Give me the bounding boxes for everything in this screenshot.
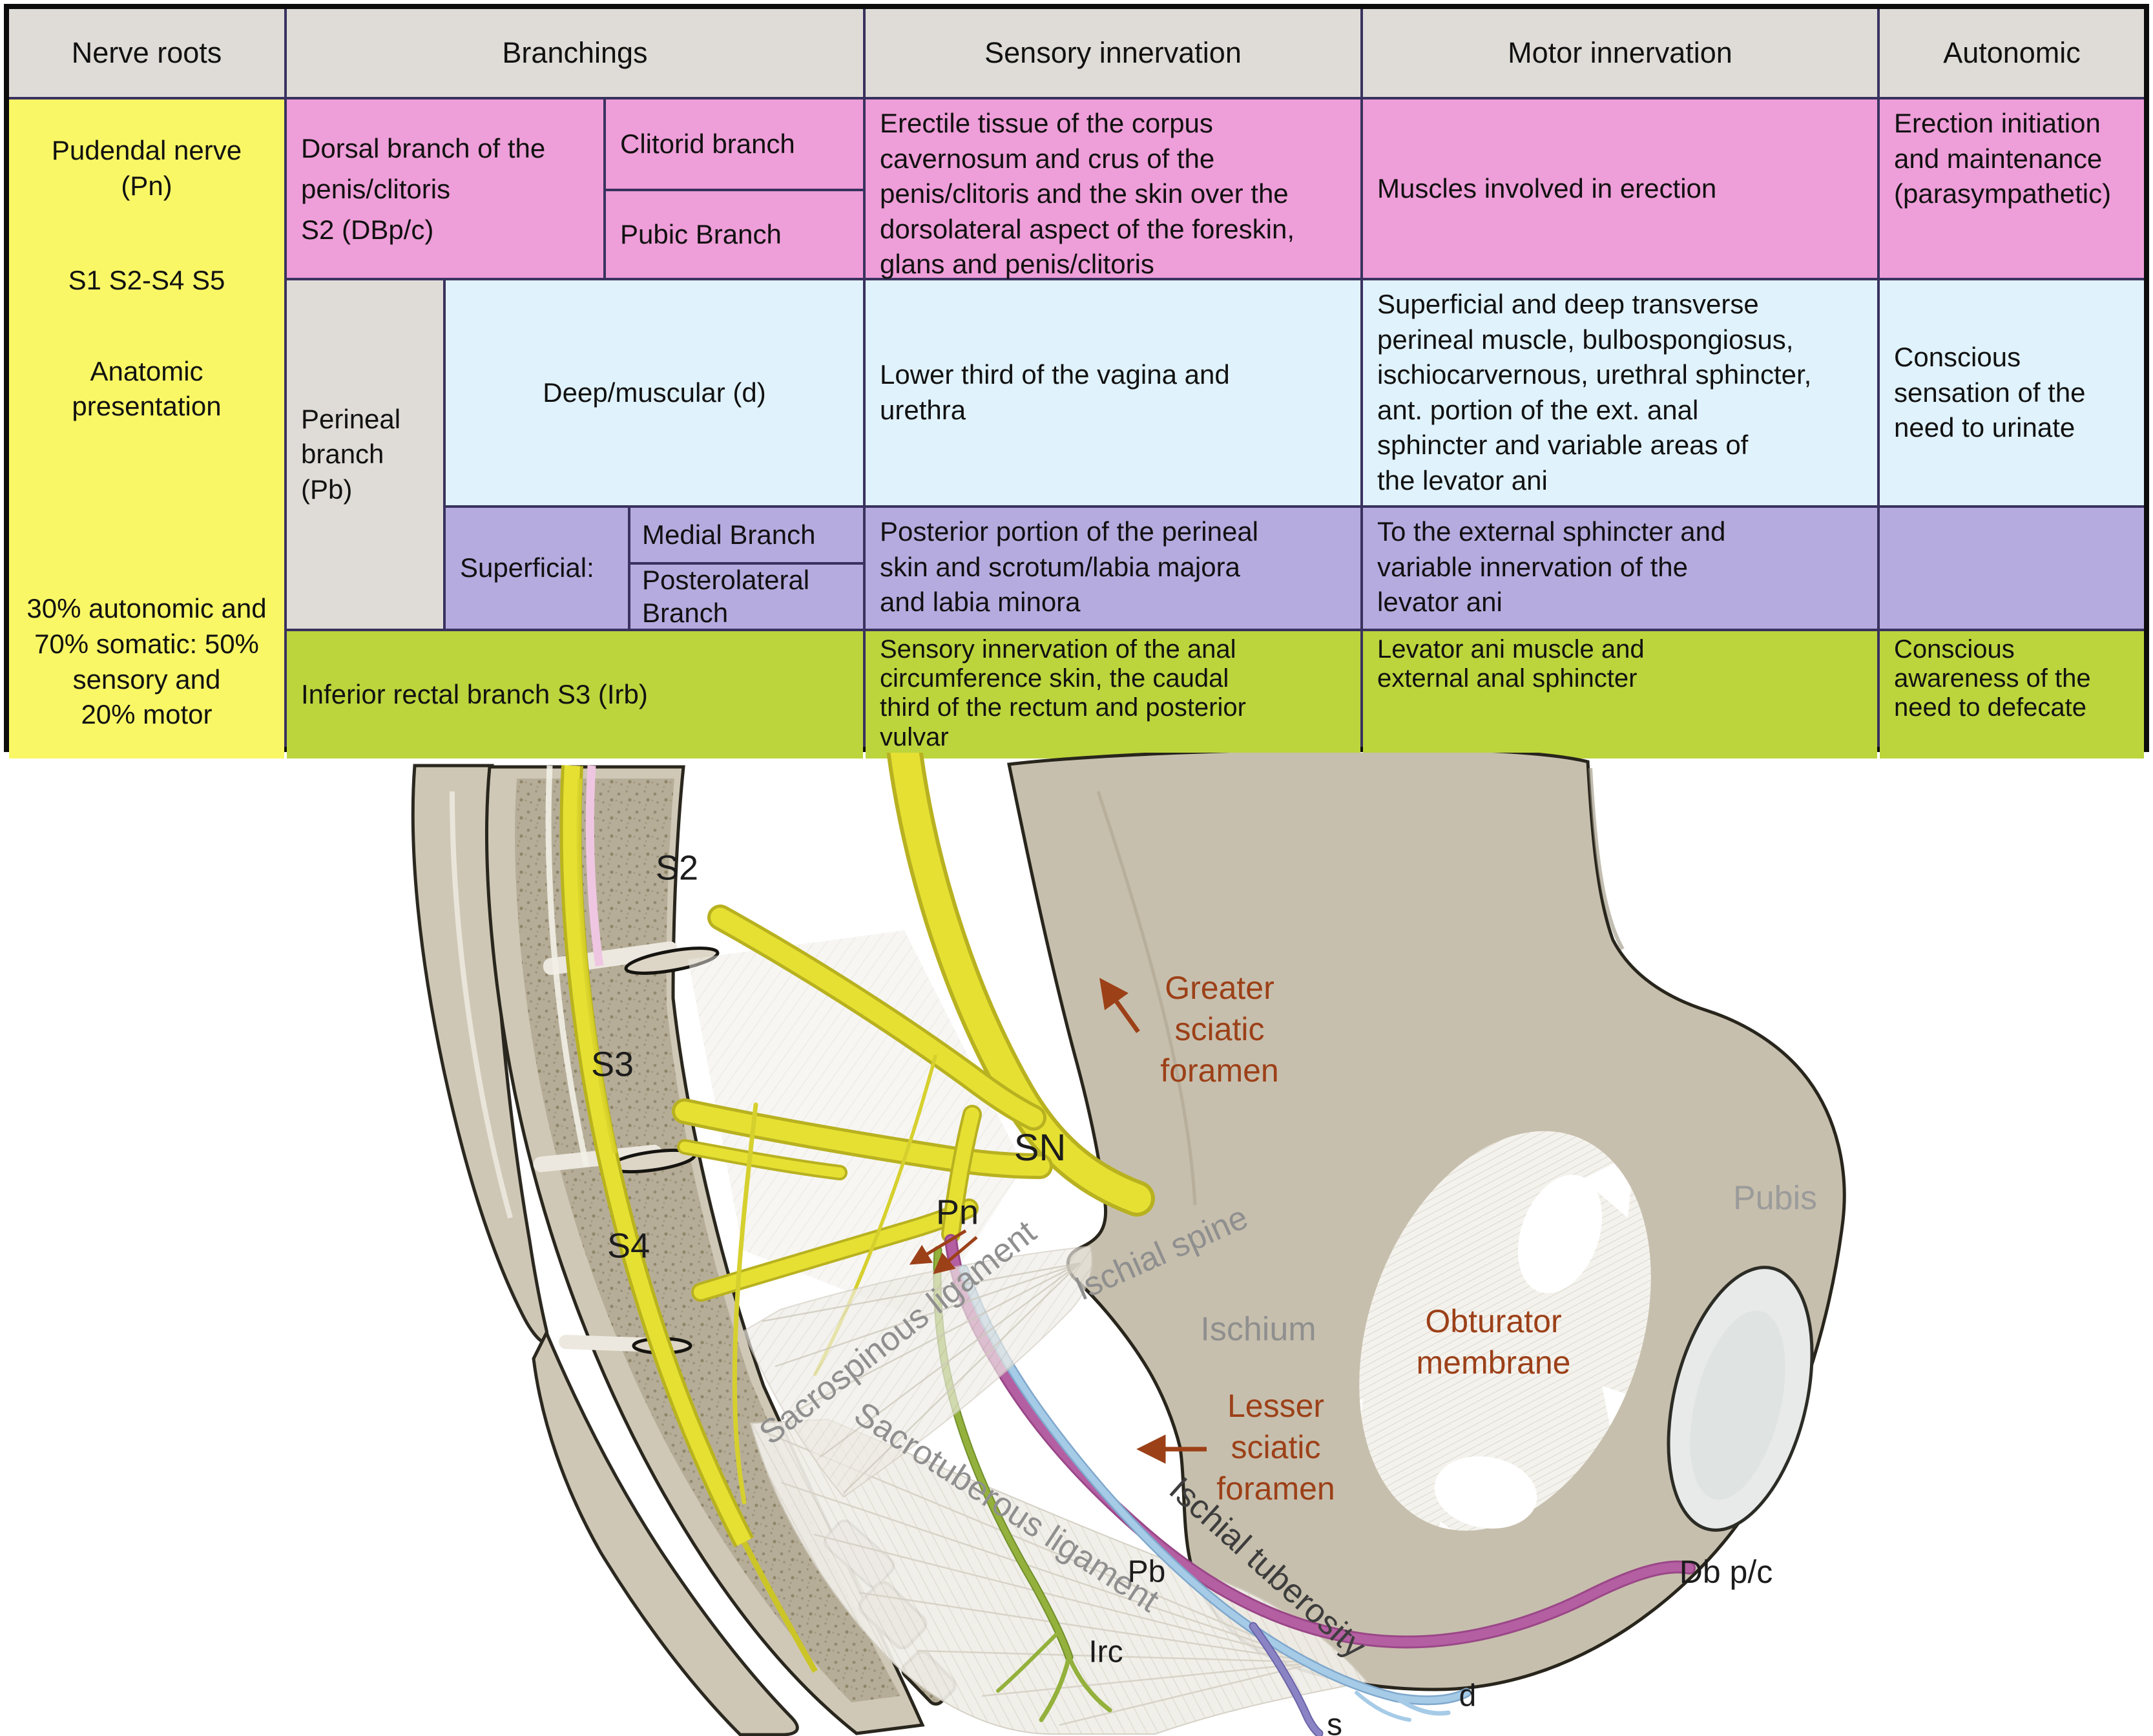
pudendal-nerve-table: Nerve roots Branchings Sensory innervati… [4, 4, 2149, 758]
sciatic-nerve-trunk [890, 753, 1151, 1213]
superficial-motor-cell: To the external sphincter and variable i… [1363, 508, 1877, 629]
clitorid-branch-cell: Clitorid branch [606, 99, 863, 189]
inferior-rectal-branch-cell: Inferior rectal branch S3 (Irb) [287, 631, 863, 758]
inferior-rectal-sensory-cell: Sensory innervation of the anal circumfe… [866, 631, 1360, 758]
pn-arrow-2 [933, 1236, 978, 1275]
pubic-symphysis [1667, 1266, 1814, 1532]
medial-branch-cell: Medial Branch [630, 508, 863, 562]
deep-sensory-cell: Lower third of the vagina and urethra [866, 280, 1360, 505]
label-d: d [1459, 1678, 1477, 1713]
superficial-autonomic-cell [1880, 508, 2144, 629]
deep-motor-cell: Superficial and deep transverse perineal… [1363, 280, 1877, 505]
header-nerve-roots: Nerve roots [9, 9, 284, 97]
dorsal-motor-cell: Muscles involved in erection [1363, 99, 1877, 278]
nerve-roots-anatomic: Anatomic presentation [72, 355, 222, 422]
perineal-branch-cell: Perineal branch (Pb) [287, 280, 443, 629]
label-s3: S3 [590, 1045, 634, 1084]
dorsal-sensory-cell: Erectile tissue of the corpus cavernosum… [866, 99, 1360, 279]
label-s4: S4 [607, 1226, 650, 1266]
nerve-roots-levels: S1 S2-S4 S5 [68, 265, 225, 296]
annotation-arrows [909, 978, 1207, 1464]
label-pubis: Pubis [1732, 1179, 1818, 1217]
dorsal-branch-cell: Dorsal branch of the penis/clitoris S2 (… [287, 99, 603, 278]
inferior-rectal-motor-cell: Levator ani muscle and external anal sph… [1363, 631, 1877, 758]
pelvic-outlet-bone [532, 1329, 799, 1736]
nerve-roots-title: Pudendal nerve (Pn) [51, 135, 242, 201]
greater-sciatic-arrow [1099, 978, 1140, 1034]
filum-terminale-pink [585, 765, 604, 967]
inferior-rectal-autonomic-cell: Conscious awareness of the need to defec… [1880, 631, 2144, 758]
label-s2: S2 [655, 848, 699, 888]
hip-bone [1007, 753, 1846, 1691]
nerve-roots-composition: 30% autonomic and 70% somatic: 50% senso… [26, 593, 267, 730]
pudendal-nerve-origin [944, 1107, 979, 1241]
nerve-roots-cell: Pudendal nerve (Pn) S1 S2-S4 S5 Anatomic… [9, 99, 284, 758]
header-branchings: Branchings [287, 9, 863, 97]
label-sn: SN [1014, 1126, 1066, 1169]
deep-muscular-cell: Deep/muscular (d) [446, 280, 863, 505]
superficial-sensory-cell: Posterior portion of the perineal skin a… [866, 508, 1360, 629]
label-pb: Pb [1127, 1554, 1166, 1589]
label-obturator-membrane: Obturator membrane [1416, 1303, 1571, 1381]
header-sensory-innervation: Sensory innervation [866, 9, 1360, 97]
sacrospinous-ligament [742, 1245, 1093, 1498]
label-ischium: Ischium [1200, 1310, 1316, 1348]
posterolateral-branch-cell: Posterolateral Branch [630, 565, 863, 629]
sacral-plexus-nerves [672, 753, 1155, 1505]
pn-arrow-1 [909, 1229, 967, 1265]
dorsal-autonomic-cell: Erection initiation and maintenance (par… [1880, 99, 2144, 278]
anatomical-figure: S2 S3 S4 SN Pn Greater sciatic foramen L… [0, 753, 2153, 1736]
label-greater-sciatic-foramen: Greater sciatic foramen [1160, 970, 1279, 1089]
deep-autonomic-cell: Conscious sensation of the need to urina… [1880, 280, 2144, 505]
label-pn: Pn [935, 1193, 979, 1232]
label-db-pc: Db p/c [1679, 1554, 1773, 1590]
header-autonomic: Autonomic [1880, 9, 2144, 97]
header-motor-innervation: Motor innervation [1363, 9, 1877, 97]
label-s: s [1327, 1708, 1342, 1736]
superficial-cell: Superficial: [446, 508, 628, 629]
sacral-foramen-slit [624, 946, 720, 975]
pelvis-illustration [411, 753, 1846, 1736]
superficial-branch-nerve [1250, 1623, 1322, 1736]
label-irc: Irc [1088, 1635, 1123, 1669]
label-lesser-sciatic-foramen: Lesser sciatic foramen [1216, 1388, 1335, 1507]
sacrum [485, 765, 925, 1735]
pubic-branch-cell: Pubic Branch [606, 191, 863, 278]
